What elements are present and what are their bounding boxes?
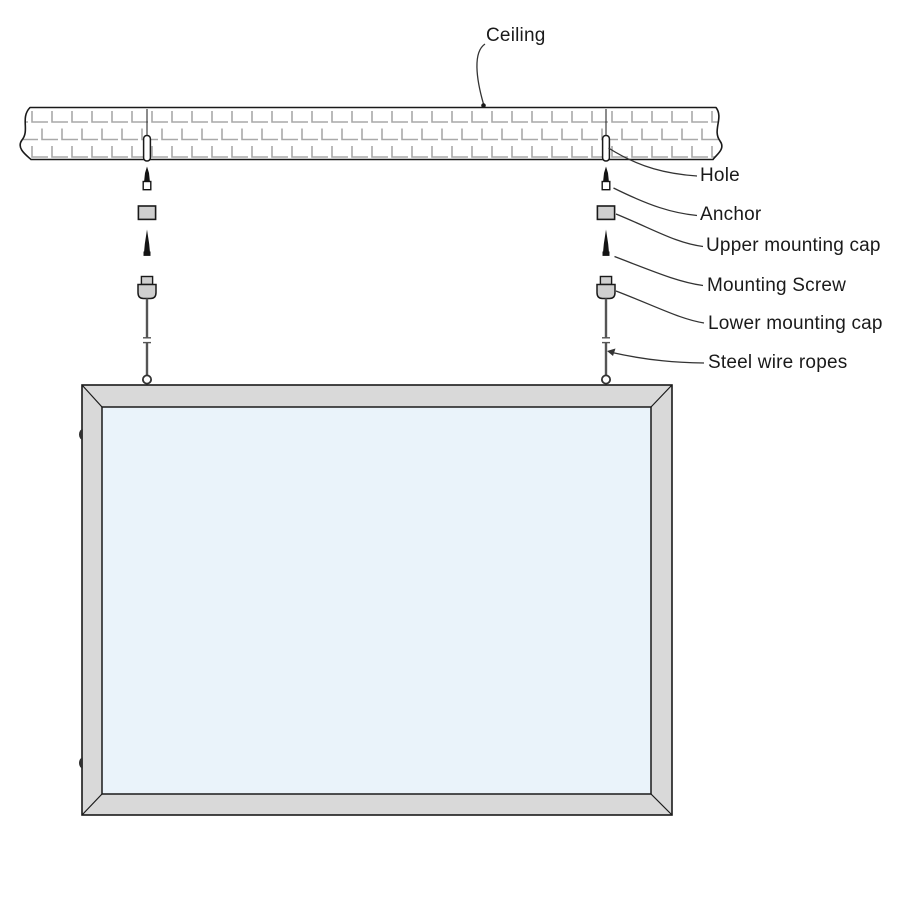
leader-mounting-screw <box>614 255 704 287</box>
label-anchor: Anchor <box>700 204 762 225</box>
anchor-shape <box>142 166 152 191</box>
mounting-screw-shape <box>143 229 151 256</box>
label-mounting-screw: Mounting Screw <box>707 275 847 296</box>
ceiling-section <box>19 106 723 161</box>
label-upper-mounting-cap: Upper mounting cap <box>706 235 881 256</box>
steel-wire-shape <box>602 298 610 376</box>
frame-miter-lines <box>81 384 673 816</box>
label-ceiling: Ceiling <box>486 25 546 46</box>
anchor-shape <box>601 166 611 191</box>
ceiling-hatch-band <box>19 106 723 161</box>
mounting-screw-shape <box>602 229 610 256</box>
side-button-lower <box>79 757 83 769</box>
wire-ring <box>142 374 152 385</box>
upper-mounting-cap-shape <box>137 205 157 221</box>
leader-anchor <box>613 187 698 217</box>
hanger-assembly-right <box>596 109 616 385</box>
wire-ring <box>601 374 611 385</box>
hanger-assembly-left <box>137 109 157 385</box>
lower-mounting-cap-shape <box>596 275 616 300</box>
hole-shape <box>142 134 152 162</box>
panel-face <box>101 406 652 795</box>
leader-wire-arrowhead <box>607 348 616 356</box>
upper-mounting-cap-shape <box>596 205 616 221</box>
label-hole: Hole <box>700 165 740 186</box>
leader-lower-cap <box>615 290 705 324</box>
label-lower-mounting-cap: Lower mounting cap <box>708 313 883 334</box>
side-button-upper <box>79 429 83 440</box>
leader-ceiling <box>476 43 486 105</box>
callout-leaders <box>476 43 705 364</box>
leader-ceiling-dot <box>481 103 486 108</box>
label-steel-wire-ropes: Steel wire ropes <box>708 352 848 373</box>
leader-upper-cap <box>615 213 704 248</box>
leader-hole <box>608 147 698 177</box>
lower-mounting-cap-shape <box>137 275 157 300</box>
leader-steel-wire <box>611 351 705 364</box>
steel-wire-shape <box>143 298 151 376</box>
panel-assembly <box>79 384 673 816</box>
